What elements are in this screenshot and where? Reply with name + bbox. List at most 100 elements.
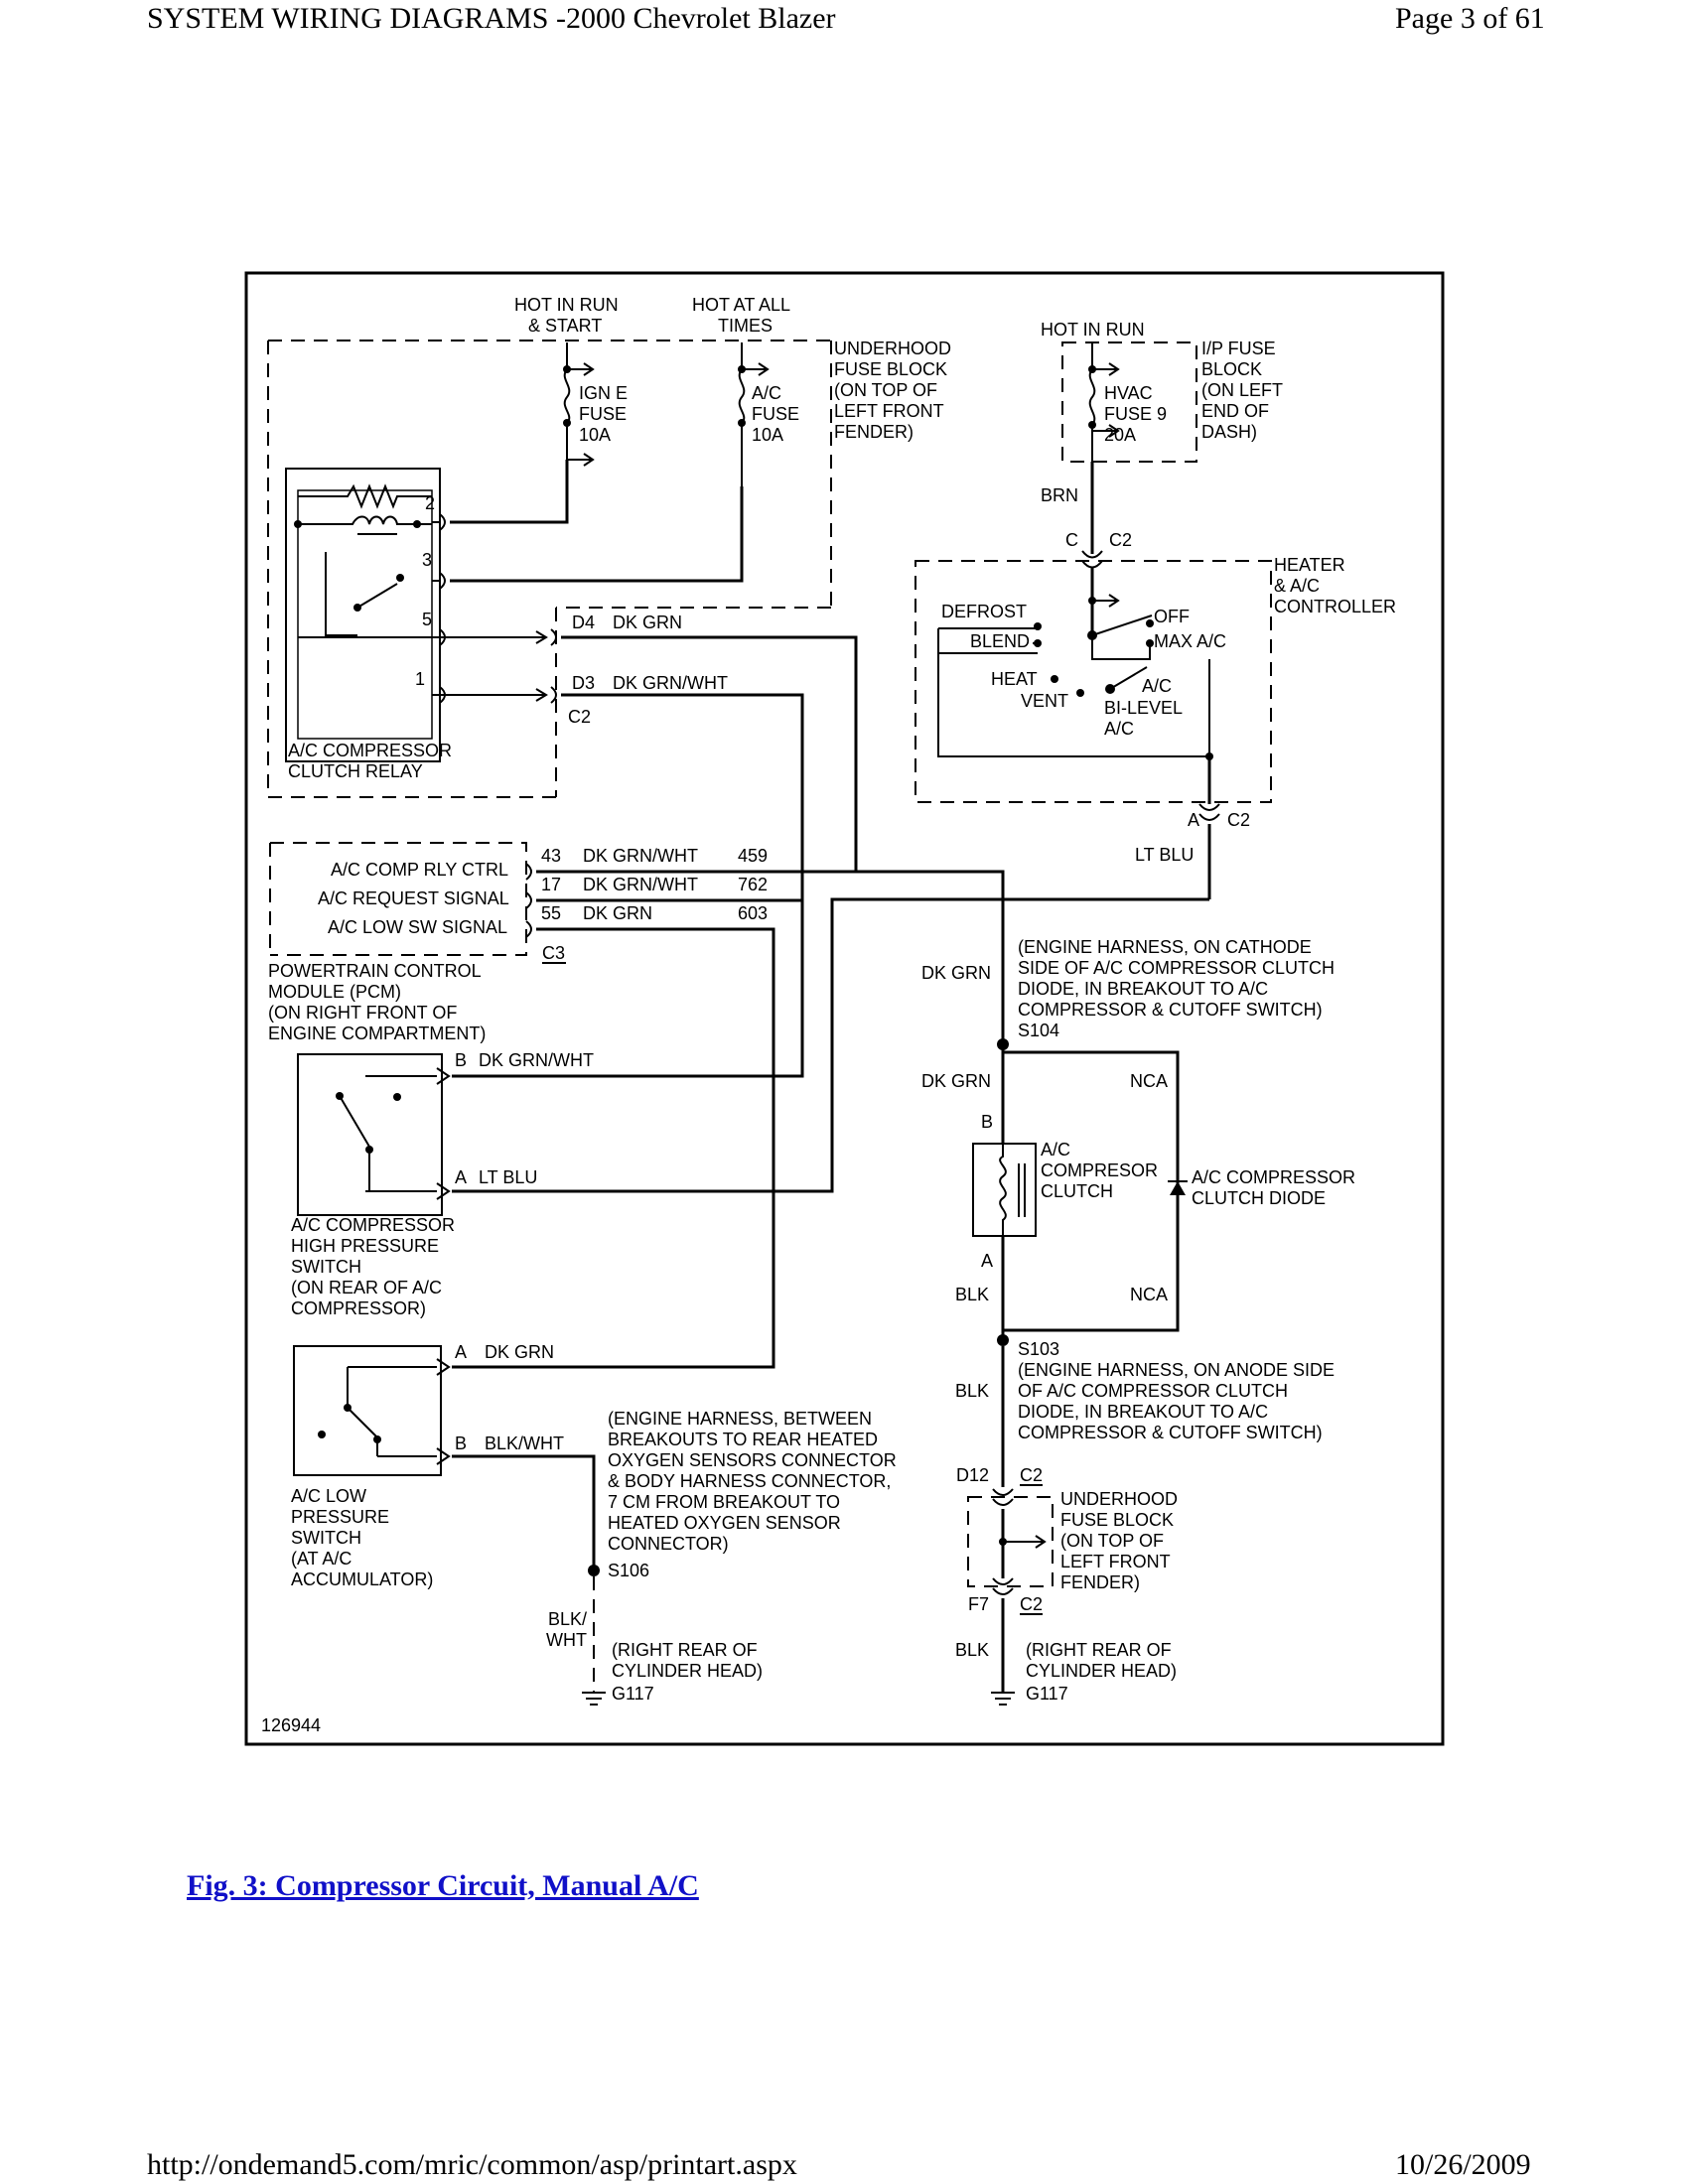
figure-number: 126944 (261, 1715, 321, 1735)
svg-text:SWITCH: SWITCH (291, 1528, 361, 1548)
svg-text:A: A (981, 1251, 993, 1271)
svg-text:DK GRN: DK GRN (485, 1342, 554, 1362)
svg-text:FUSE: FUSE (579, 404, 627, 424)
svg-text:A/C LOW: A/C LOW (291, 1486, 366, 1506)
ac-high-pressure-switch: B DK GRN/WHT A LT BLU A/C COMPRESSOR HIG… (291, 1050, 594, 1318)
svg-text:SWITCH: SWITCH (291, 1257, 361, 1277)
wire-pcm-17 (452, 898, 804, 1078)
ign-e-fuse: IGN E FUSE 10A (563, 342, 628, 467)
svg-text:POWERTRAIN CONTROL: POWERTRAIN CONTROL (268, 961, 482, 981)
svg-text:WHT: WHT (546, 1630, 587, 1650)
svg-text:COMPRESSOR & CUTOFF SWITCH): COMPRESSOR & CUTOFF SWITCH) (1018, 1000, 1323, 1020)
svg-text:TIMES: TIMES (718, 316, 773, 336)
svg-text:LT BLU: LT BLU (1135, 845, 1194, 865)
svg-text:43: 43 (541, 846, 561, 866)
svg-text:C2: C2 (1109, 530, 1132, 550)
svg-text:CLUTCH RELAY: CLUTCH RELAY (288, 761, 423, 781)
svg-text:603: 603 (738, 903, 768, 923)
svg-text:A/C COMPRESSOR: A/C COMPRESSOR (291, 1215, 455, 1235)
svg-text:CLUTCH DIODE: CLUTCH DIODE (1192, 1188, 1326, 1208)
svg-text:DK GRN/WHT: DK GRN/WHT (583, 875, 698, 894)
svg-text:BI-LEVEL: BI-LEVEL (1104, 698, 1183, 718)
svg-text:BLK/: BLK/ (548, 1609, 587, 1629)
svg-text:1: 1 (415, 669, 425, 689)
svg-text:CLUTCH: CLUTCH (1041, 1181, 1113, 1201)
svg-text:ENGINE COMPARTMENT): ENGINE COMPARTMENT) (268, 1024, 486, 1043)
diagram-frame (244, 271, 1445, 1746)
svg-text:COMPRESOR: COMPRESOR (1041, 1160, 1158, 1180)
svg-text:7 CM FROM BREAKOUT TO: 7 CM FROM BREAKOUT TO (608, 1492, 840, 1512)
svg-text:DK GRN: DK GRN (613, 613, 682, 632)
document-header-title: SYSTEM WIRING DIAGRAMS -2000 Chevrolet B… (147, 2, 836, 35)
wire-pcm-43 (536, 870, 1005, 1044)
svg-text:S103: S103 (1018, 1339, 1059, 1359)
wire-relay-d3 (561, 693, 804, 900)
svg-text:& A/C: & A/C (1274, 576, 1320, 596)
svg-text:(ON LEFT: (ON LEFT (1201, 380, 1283, 400)
svg-text:C2: C2 (1227, 810, 1250, 830)
svg-text:HOT IN RUN: HOT IN RUN (514, 295, 619, 315)
svg-text:& BODY HARNESS CONNECTOR,: & BODY HARNESS CONNECTOR, (608, 1471, 891, 1491)
figure-caption-link[interactable]: Fig. 3: Compressor Circuit, Manual A/C (187, 1869, 699, 1902)
svg-text:762: 762 (738, 875, 768, 894)
svg-text:A/C REQUEST SIGNAL: A/C REQUEST SIGNAL (318, 888, 509, 908)
hvac-fuse: HVAC FUSE 9 20A (1088, 342, 1167, 541)
svg-text:LEFT FRONT: LEFT FRONT (1060, 1552, 1171, 1571)
relay-pin3-feed (450, 486, 744, 583)
svg-text:C3: C3 (542, 943, 565, 963)
svg-text:FUSE 9: FUSE 9 (1104, 404, 1167, 424)
svg-text:3: 3 (422, 550, 432, 570)
svg-text:FUSE BLOCK: FUSE BLOCK (834, 359, 947, 379)
svg-text:A/C: A/C (1041, 1140, 1070, 1160)
wire-lt-blu (452, 897, 1209, 1193)
svg-text:DIODE, IN BREAKOUT TO A/C: DIODE, IN BREAKOUT TO A/C (1018, 1402, 1268, 1422)
svg-text:2: 2 (425, 493, 435, 513)
page-number: Page 3 of 61 (1395, 2, 1545, 35)
footer-date: 10/26/2009 (1395, 2148, 1531, 2181)
svg-text:B: B (981, 1112, 993, 1132)
svg-text:5: 5 (422, 610, 432, 629)
ac-low-pressure-switch: A DK GRN B BLK/WHT A/C LOW PRESSURE SWIT… (291, 1342, 564, 1589)
svg-text:(ENGINE HARNESS, ON CATHODE: (ENGINE HARNESS, ON CATHODE (1018, 937, 1312, 957)
wire-relay-d4 (561, 635, 858, 872)
svg-text:BLK: BLK (955, 1285, 989, 1304)
svg-text:& START: & START (528, 316, 602, 336)
hot-at-all-times-label: HOT AT ALL TIMES (692, 295, 790, 336)
svg-text:DK GRN: DK GRN (583, 903, 652, 923)
svg-text:COMPRESSOR & CUTOFF SWITCH): COMPRESSOR & CUTOFF SWITCH) (1018, 1423, 1323, 1442)
svg-text:(RIGHT REAR OF: (RIGHT REAR OF (612, 1640, 758, 1660)
svg-text:OXYGEN SENSORS CONNECTOR: OXYGEN SENSORS CONNECTOR (608, 1450, 897, 1470)
svg-text:55: 55 (541, 903, 561, 923)
svg-text:COMPRESSOR): COMPRESSOR) (291, 1298, 426, 1318)
svg-text:HOT AT ALL: HOT AT ALL (692, 295, 790, 315)
svg-text:DK GRN/WHT: DK GRN/WHT (613, 673, 728, 693)
svg-text:A: A (1188, 810, 1199, 830)
svg-text:HEATED OXYGEN SENSOR: HEATED OXYGEN SENSOR (608, 1513, 841, 1533)
ac-fuse: A/C FUSE 10A (738, 342, 799, 486)
svg-text:A/C COMPRESSOR: A/C COMPRESSOR (288, 741, 452, 760)
wire-pcm-55 (452, 927, 775, 1369)
svg-text:DIODE, IN BREAKOUT TO A/C: DIODE, IN BREAKOUT TO A/C (1018, 979, 1268, 999)
svg-text:(ON RIGHT FRONT OF: (ON RIGHT FRONT OF (268, 1003, 457, 1023)
svg-text:CYLINDER HEAD): CYLINDER HEAD) (1026, 1661, 1177, 1681)
svg-text:(ENGINE HARNESS, ON ANODE SIDE: (ENGINE HARNESS, ON ANODE SIDE (1018, 1360, 1335, 1380)
svg-text:DEFROST: DEFROST (941, 602, 1027, 621)
svg-text:PRESSURE: PRESSURE (291, 1507, 389, 1527)
svg-text:OFF: OFF (1154, 607, 1190, 626)
svg-text:FUSE: FUSE (752, 404, 799, 424)
svg-text:A/C COMP RLY CTRL: A/C COMP RLY CTRL (331, 860, 508, 880)
svg-text:G117: G117 (1026, 1684, 1068, 1704)
svg-text:DK GRN/WHT: DK GRN/WHT (479, 1050, 594, 1070)
svg-text:B: B (455, 1050, 467, 1070)
svg-text:C: C (1065, 530, 1078, 550)
powertrain-control-module: A/C COMP RLY CTRL A/C REQUEST SIGNAL A/C… (268, 842, 768, 1043)
svg-text:DK GRN: DK GRN (921, 1071, 991, 1091)
svg-text:A: A (455, 1167, 467, 1187)
svg-text:HEAT: HEAT (991, 669, 1038, 689)
svg-text:D4: D4 (572, 613, 595, 632)
svg-text:459: 459 (738, 846, 768, 866)
svg-text:UNDERHOOD: UNDERHOOD (1060, 1489, 1178, 1509)
svg-text:FENDER): FENDER) (1060, 1572, 1140, 1592)
svg-text:F7: F7 (968, 1594, 989, 1614)
